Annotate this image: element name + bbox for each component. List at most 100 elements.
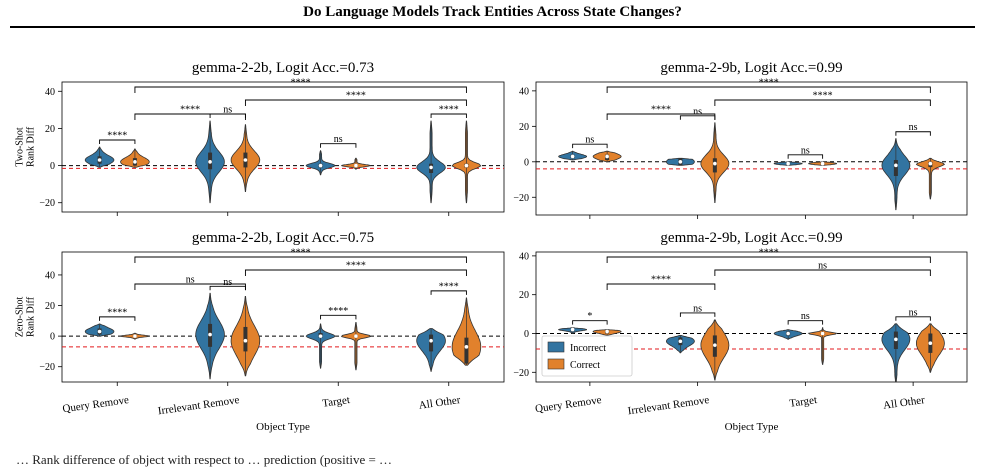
significance-label: ns [223, 105, 232, 116]
x-tick-label: Query Remove [62, 394, 130, 415]
y-axis-label: Zero-ShotRank Diff [15, 296, 37, 337]
significance-bracket [430, 113, 467, 118]
significance-label: **** [439, 105, 459, 116]
significance-label: **** [180, 105, 200, 116]
panel-1: −2002040****nsns****************gemma-2-… [15, 60, 505, 216]
violins [84, 292, 482, 380]
significance-label: **** [107, 307, 127, 318]
violins [84, 120, 482, 204]
y-tick-label: 40 [519, 86, 529, 97]
significance-label: **** [346, 91, 366, 102]
median-dot [894, 163, 898, 168]
significance-bracket [679, 312, 716, 317]
chart-title: gemma-2-9b, Logit Acc.=0.99 [660, 230, 842, 246]
y-tick-label: 0 [50, 332, 55, 343]
x-tick-label: Target [789, 394, 818, 410]
significance-bracket [320, 314, 357, 320]
significance-label: **** [328, 306, 348, 317]
violins [558, 122, 946, 211]
significance-bracket [787, 154, 824, 159]
figure-caption: … Rank difference of object with respect… [16, 452, 393, 467]
significance-bracket [134, 113, 246, 120]
significance-label: ns [801, 145, 810, 156]
y-tick-label: 20 [45, 301, 55, 312]
significance-bracket [606, 283, 716, 290]
significance-bracket [606, 113, 716, 120]
median-dot [208, 160, 212, 164]
significance-label: **** [439, 281, 459, 292]
x-tick-label: Query Remove [534, 394, 602, 415]
median-dot [713, 343, 717, 347]
median-dot [429, 165, 433, 170]
y-tick-label: 40 [45, 87, 55, 98]
y-axis-label: Two-ShotRank Diff [15, 126, 37, 167]
significance-label: ns [818, 261, 827, 272]
significance-bracket [606, 86, 931, 93]
y-tick-label: 40 [519, 251, 529, 262]
significance-label: ns [223, 277, 232, 288]
significance-label: ns [801, 311, 810, 322]
iqr-box [464, 337, 469, 364]
significance-bracket [787, 320, 824, 325]
median-dot [786, 331, 790, 336]
significance-bracket [606, 256, 931, 263]
significance-label: * [587, 311, 592, 322]
x-tick-label: Irrelevant Remove [157, 394, 240, 417]
plot-frame [535, 81, 968, 216]
y-tick-label: 0 [524, 157, 529, 168]
significance-label: **** [759, 248, 779, 259]
significance-bracket [895, 131, 931, 136]
y-tick-label: −20 [513, 368, 529, 379]
plot-frame [61, 251, 505, 383]
y-tick-label: −20 [513, 193, 529, 204]
violins [558, 319, 945, 382]
significance-label: ns [693, 106, 702, 117]
significance-label: **** [759, 78, 779, 89]
median-dot [678, 160, 683, 164]
significance-label: **** [291, 78, 311, 89]
median-dot [243, 158, 248, 162]
x-tick-label: Target [322, 394, 351, 410]
legend-label: Correct [570, 360, 600, 371]
y-tick-label: 20 [519, 290, 529, 301]
chart-title: gemma-2-9b, Logit Acc.=0.99 [660, 60, 842, 76]
significance-bracket [714, 269, 931, 276]
y-tick-label: −20 [39, 362, 55, 373]
iqr-box [893, 160, 898, 176]
significance-bracket [572, 143, 608, 149]
median-dot [354, 334, 358, 338]
significance-label: ns [693, 303, 702, 314]
median-dot [570, 327, 575, 332]
median-dot [678, 339, 683, 344]
significance-bracket [134, 86, 467, 93]
significance-bracket [430, 290, 467, 295]
significance-label: ns [186, 275, 195, 286]
significance-bracket [99, 139, 136, 144]
x-axis-label: Object Type [725, 421, 779, 433]
median-dot [786, 161, 790, 166]
y-tick-label: 0 [524, 329, 529, 340]
x-axis-label: Object Type [256, 421, 310, 433]
median-dot [97, 329, 102, 334]
legend-label: Incorrect [570, 343, 606, 354]
legend-swatch-incorrect [547, 341, 565, 353]
median-dot [928, 341, 933, 345]
y-tick-label: −20 [39, 198, 55, 209]
significance-label: **** [346, 261, 366, 272]
y-tick-label: 40 [45, 270, 55, 281]
significance-label: **** [813, 91, 833, 102]
chart-title: gemma-2-2b, Logit Acc.=0.73 [192, 60, 374, 76]
title-rule [10, 26, 975, 28]
median-dot [820, 161, 825, 166]
median-dot [820, 331, 825, 336]
median-dot [928, 161, 933, 166]
median-dot [133, 334, 137, 338]
iqr-box [429, 334, 434, 352]
median-dot [713, 161, 717, 166]
median-dot [318, 334, 323, 338]
median-dot [605, 154, 609, 159]
significance-label: ns [909, 307, 918, 318]
panel-2: −2002040nsnsnsns************gemma-2-9b, … [513, 60, 968, 219]
